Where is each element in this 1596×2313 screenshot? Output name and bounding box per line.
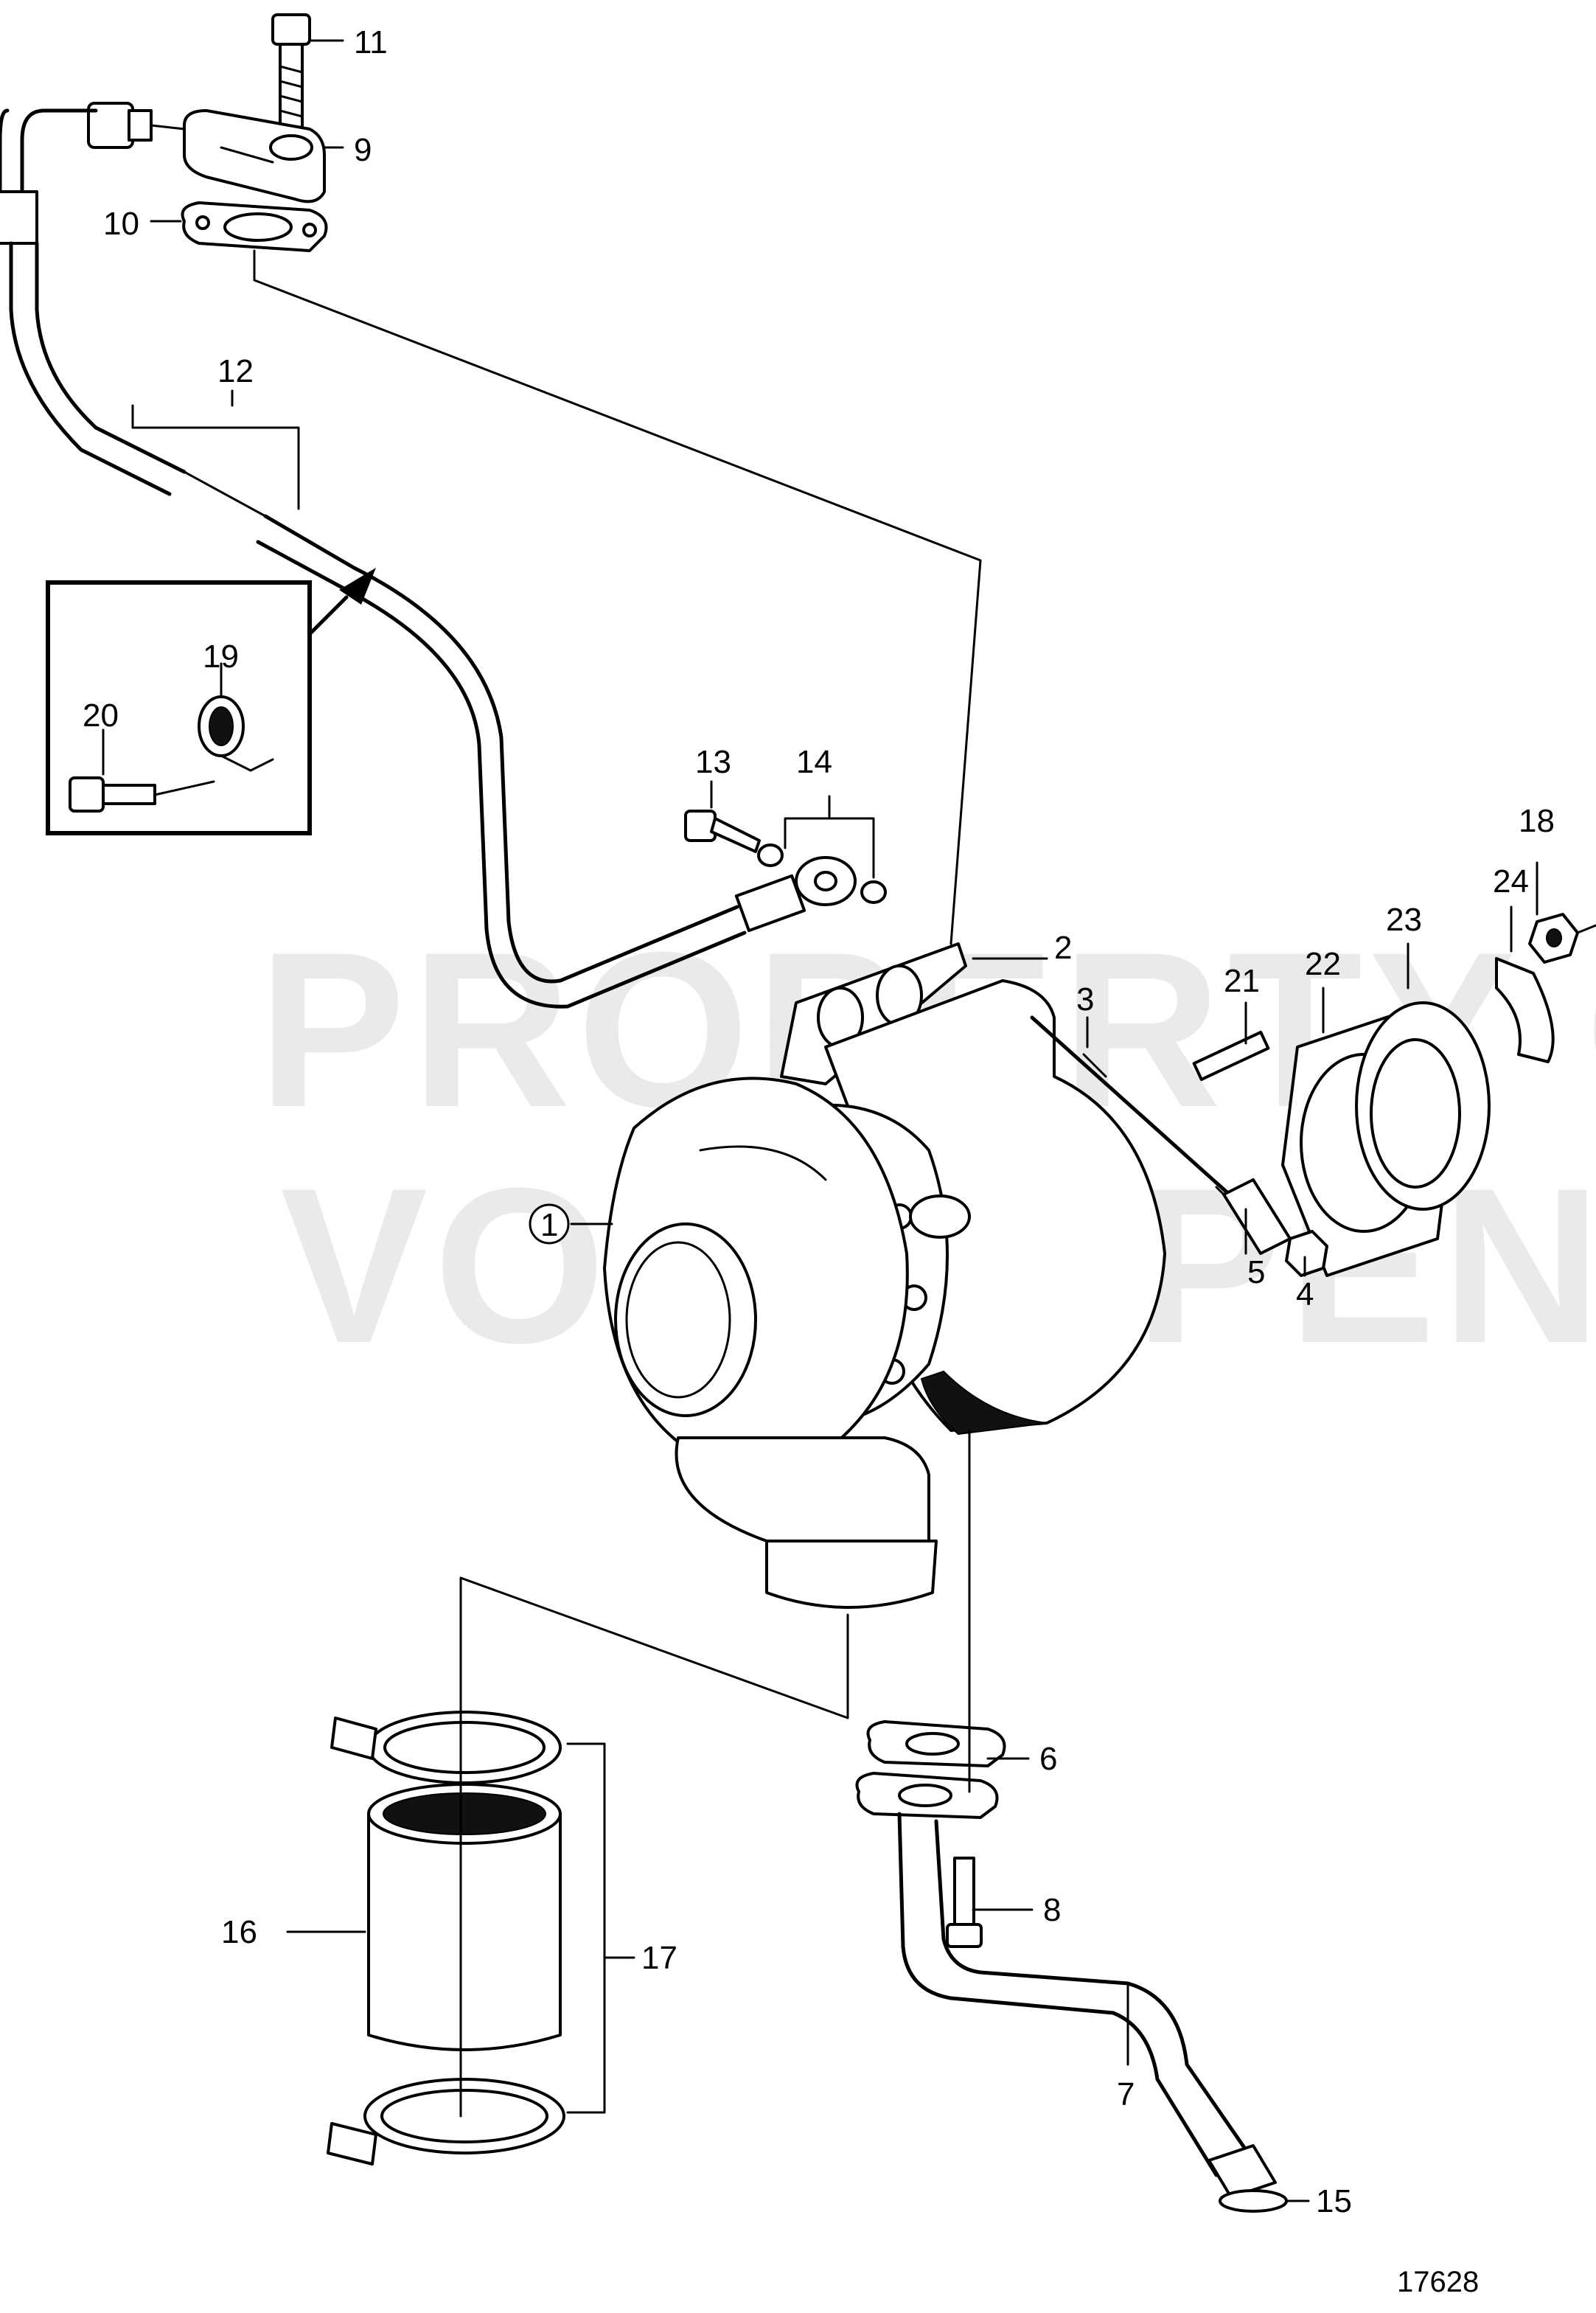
callout-16: 16 — [221, 1914, 257, 1950]
callout-14: 14 — [796, 744, 832, 780]
callout-4: 4 — [1296, 1276, 1314, 1312]
inset-arrow — [339, 568, 376, 605]
callout-13: 13 — [695, 744, 731, 780]
callout-24: 24 — [1493, 863, 1529, 900]
drain-pipe-7-outer — [934, 1819, 1255, 2163]
oil-inlet-flange — [909, 1194, 971, 1239]
clamp-17-upper — [330, 1711, 562, 1784]
callout-18: 18 — [1519, 803, 1555, 839]
clamp-24 — [1495, 957, 1555, 1063]
callout-labels: 11 9 10 12 19 20 13 14 2 3 21 22 23 24 1… — [83, 24, 1555, 2298]
banjo-fitting-9 — [183, 109, 326, 204]
callout-17: 17 — [641, 1940, 677, 1976]
screw-20 — [69, 776, 215, 813]
pipe-12-lower-outer — [256, 540, 747, 1009]
callout-7: 7 — [1117, 2076, 1135, 2112]
callout-21: 21 — [1224, 963, 1260, 999]
callout-6: 6 — [1039, 1741, 1057, 1777]
stud-21 — [1192, 1030, 1270, 1082]
pipe-top-bend — [20, 108, 98, 194]
hose-16 — [367, 1783, 562, 2051]
callout-9: 9 — [354, 132, 372, 168]
outlet-flange — [765, 1540, 938, 1609]
callout-1: 1 — [540, 1207, 558, 1243]
turbocharger-1 — [603, 942, 1248, 1609]
callout-23: 23 — [1386, 902, 1422, 938]
oil-feed-pipe-assembly — [0, 13, 887, 1009]
callout-19: 19 — [203, 639, 239, 675]
oil-drain-assembly — [855, 1720, 1288, 2213]
flange-23 — [1355, 1001, 1491, 1211]
bolt-13 — [684, 810, 761, 853]
leader-lines — [102, 39, 1538, 2202]
pipe-12-lower — [263, 514, 739, 984]
stud-3 — [1030, 1015, 1248, 1211]
compressor-inlet — [614, 1222, 757, 1417]
clamp-17-lower — [327, 2078, 565, 2166]
callout-11: 11 — [354, 24, 388, 60]
pipe-break-line — [183, 470, 267, 518]
drain-pipe-7 — [897, 1812, 1219, 2177]
callout-8: 8 — [1043, 1892, 1061, 1928]
nut-18 — [1528, 913, 1596, 964]
bolt-11 — [271, 13, 311, 134]
banjo-fitting-14 — [734, 844, 887, 933]
inset-clip-detail — [46, 568, 376, 835]
callout-15: 15 — [1316, 2183, 1352, 2219]
bolt-8 — [946, 1857, 983, 1948]
callout-1-circle — [529, 1203, 570, 1245]
o-ring-15 — [1219, 2189, 1288, 2213]
gasket-6 — [866, 1720, 1006, 1767]
compressor-outlet-elbow — [675, 1436, 930, 1542]
pipe-12-upper-outer — [35, 241, 187, 474]
hose-assembly — [327, 1711, 565, 2166]
flange-10 — [181, 201, 328, 252]
figure-number: 17628 — [1397, 2266, 1479, 2298]
callout-20: 20 — [83, 698, 119, 734]
callout-5: 5 — [1247, 1254, 1265, 1290]
exhaust-flange-parts — [1192, 913, 1596, 1277]
callout-2: 2 — [1054, 930, 1072, 966]
union-nut — [87, 102, 186, 149]
callout-10: 10 — [103, 206, 139, 242]
callout-22: 22 — [1305, 946, 1341, 982]
pipe-top-bend-outer — [0, 108, 10, 194]
flange-drain — [855, 1772, 999, 1819]
callout-12: 12 — [217, 353, 254, 389]
nut-4 — [1285, 1230, 1328, 1277]
pipe-12-upper — [9, 241, 172, 496]
callout-3: 3 — [1076, 981, 1094, 1018]
pipe-sleeve — [0, 190, 38, 245]
